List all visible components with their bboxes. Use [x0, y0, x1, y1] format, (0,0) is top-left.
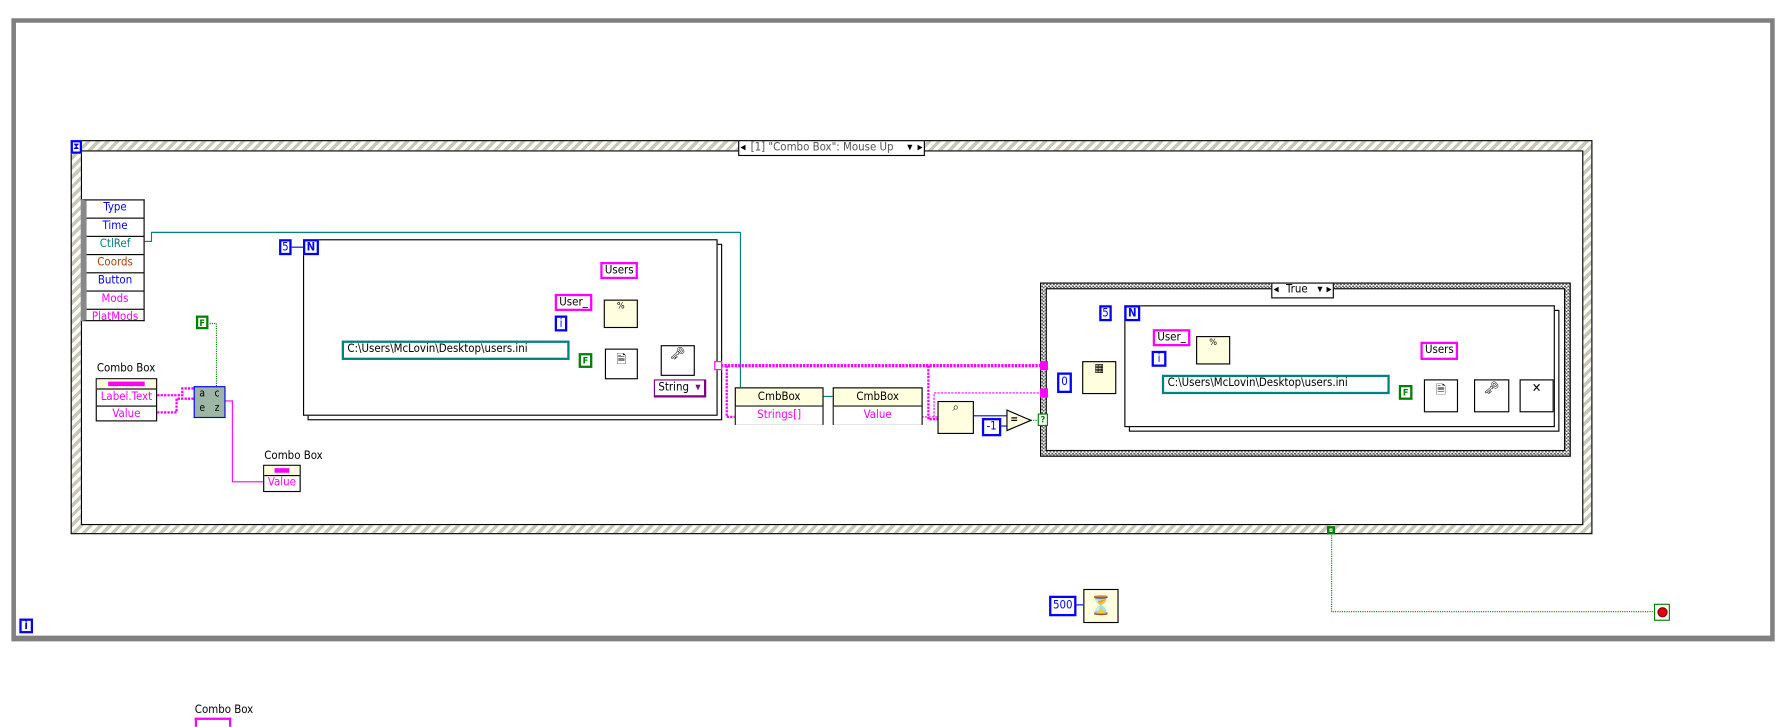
event-selector[interactable]: ◂ [1] "Combo Box": Mouse Up ▾ ▸	[738, 140, 925, 157]
chevron-down-icon: ▾	[695, 381, 701, 395]
event-stop-terminal	[1327, 526, 1336, 535]
wait-ms-constant[interactable]: 500	[1049, 595, 1077, 617]
ctlref-wire	[144, 231, 741, 388]
cmbbox-strings-item[interactable]: Strings[]	[735, 406, 823, 425]
combo-box-value-node[interactable]: Value	[263, 464, 301, 493]
value-wire	[157, 397, 194, 414]
stop-icon	[1656, 607, 1668, 618]
value-node-header	[264, 465, 300, 477]
array-to-strings-wire	[725, 365, 735, 419]
index-zero-constant[interactable]: 0	[1057, 372, 1072, 393]
false-constant-create-2[interactable]: F	[1398, 385, 1413, 400]
delete-from-array-node[interactable]: ▦	[1082, 361, 1117, 395]
wait-metronome-icon[interactable]: ⏳	[1083, 588, 1119, 624]
iteration-terminal-2: i	[1151, 350, 1167, 367]
sort-glyph: e	[199, 403, 206, 415]
sort-glyph: a	[199, 388, 206, 400]
read-key-node[interactable]: 🗝	[660, 345, 695, 376]
false-constant-create[interactable]: F	[578, 353, 593, 368]
event-data-node[interactable]: Type Time CtlRef Coords Button Mods Plat…	[80, 199, 145, 324]
search-1d-array-node[interactable]: ⌕	[937, 400, 974, 434]
users-section-constant[interactable]: Users	[600, 261, 639, 280]
combo-box-terminal-label: Combo Box	[194, 703, 254, 717]
cmbbox-value-title: CmbBox	[833, 388, 922, 407]
sort-glyph: z	[214, 403, 220, 415]
case-selector[interactable]: ◂ True ▾ ▸	[1271, 282, 1334, 299]
array-to-search-wire	[927, 365, 938, 421]
chevron-down-icon[interactable]: ▾	[1317, 283, 1323, 297]
equal-symbol: =	[1010, 414, 1019, 427]
next-arrow-icon[interactable]: ▸	[917, 141, 923, 154]
prev-case-icon[interactable]: ◂	[1273, 283, 1279, 297]
ini-path-constant-2[interactable]: C:\Users\McLovin\Desktop\users.ini	[1161, 374, 1390, 395]
loop-count-constant-2[interactable]: 5	[1099, 305, 1112, 322]
type-select-dropdown[interactable]: String ▾	[653, 379, 707, 398]
write-key-node[interactable]: 🗝	[1473, 379, 1510, 413]
combo-box-property-node[interactable]: Label.Text Value	[95, 378, 158, 422]
type-select-value: String	[658, 381, 689, 395]
case-tunnel-value	[1039, 388, 1048, 398]
case-tunnel-array	[1039, 361, 1048, 371]
event-data-mods: Mods	[86, 292, 144, 310]
event-data-time: Time	[86, 219, 144, 237]
iteration-terminal: i	[554, 315, 568, 332]
case-selector-terminal: ?	[1037, 413, 1048, 427]
loop-iteration-terminal: i	[19, 618, 34, 634]
property-node-label: Combo Box	[96, 362, 156, 375]
format-into-string-node-2[interactable]: %	[1196, 336, 1231, 365]
open-config-data-node[interactable]: 🗎	[604, 348, 638, 380]
combo-box-terminal[interactable]	[194, 717, 232, 727]
loop-count-terminal-2: N	[1124, 305, 1141, 322]
label-text-wire	[157, 387, 194, 397]
format-into-string-node[interactable]: %	[603, 299, 638, 329]
open-config-data-node-2[interactable]: 🗎	[1423, 379, 1459, 413]
event-data-platmods: PlatMods	[91, 310, 139, 324]
sort-array-node[interactable]: a c e z	[193, 386, 226, 419]
loop-count-constant[interactable]: 5	[279, 239, 292, 256]
cmbbox-strings-title: CmbBox	[735, 388, 823, 407]
cmbbox-value-item[interactable]: Value	[833, 406, 922, 425]
case-selector-label: True	[1286, 283, 1308, 297]
sorted-wire	[224, 400, 264, 483]
event-data-button: Button	[86, 273, 144, 292]
property-value[interactable]: Value	[112, 407, 141, 421]
value-node-label: Combo Box	[264, 449, 323, 463]
array-tunnel	[714, 361, 723, 371]
event-data-ctlref: CtlRef	[86, 237, 144, 256]
false-wire-1	[205, 322, 217, 387]
property-label-text[interactable]: Label.Text	[96, 390, 157, 407]
stop-condition-terminal[interactable]	[1653, 603, 1670, 621]
timeout-hourglass-icon: ⧗	[70, 140, 83, 154]
chevron-down-icon[interactable]: ▾	[907, 141, 913, 154]
next-case-icon[interactable]: ▸	[1326, 283, 1332, 297]
close-config-data-node[interactable]: ✕	[1519, 379, 1554, 413]
sort-glyph: c	[214, 388, 220, 400]
false-constant[interactable]: F	[195, 315, 209, 330]
value-node-item[interactable]: Value	[267, 476, 296, 489]
property-node-header	[96, 379, 157, 390]
cmbbox-value-node[interactable]: CmbBox Value	[832, 387, 923, 425]
ini-path-constant[interactable]: C:\Users\McLovin\Desktop\users.ini	[341, 340, 570, 360]
for-loop-1[interactable]	[303, 239, 718, 416]
user-prefix-constant-2[interactable]: User_	[1152, 329, 1191, 347]
event-selector-label: [1] "Combo Box": Mouse Up	[750, 141, 894, 154]
stop-wire	[1331, 533, 1654, 613]
loop-count-terminal: N	[303, 239, 319, 256]
cmbbox-strings-node[interactable]: CmbBox Strings[]	[734, 387, 824, 425]
event-data-type: Type	[86, 200, 144, 219]
prev-arrow-icon[interactable]: ◂	[740, 141, 746, 154]
users-section-constant-2[interactable]: Users	[1420, 341, 1459, 360]
user-prefix-constant[interactable]: User_	[554, 293, 593, 311]
while-loop[interactable]	[11, 18, 1775, 642]
event-data-coords: Coords	[86, 255, 144, 274]
minus-one-constant[interactable]: -1	[981, 418, 1002, 437]
